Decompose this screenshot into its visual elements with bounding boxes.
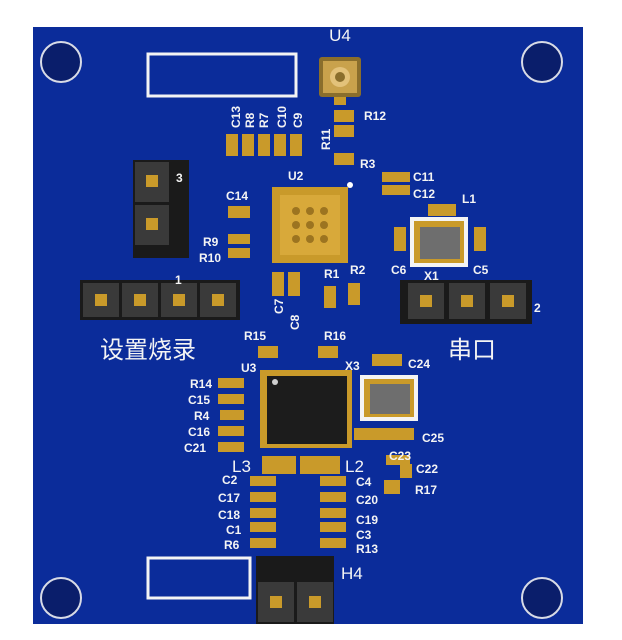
label-c21: C21 — [184, 441, 206, 455]
label-x3: X3 — [345, 359, 360, 373]
label-l1: L1 — [462, 192, 476, 206]
label-c11: C11 — [413, 170, 435, 184]
label-c7: C7 — [272, 298, 286, 314]
u2-chip — [272, 182, 353, 263]
label-r2: R2 — [350, 263, 366, 277]
label-c24: C24 — [408, 357, 430, 371]
label-r14: R14 — [190, 377, 212, 391]
label-c15: C15 — [188, 393, 210, 407]
label-l2: L2 — [345, 457, 364, 476]
label-r4: R4 — [194, 409, 210, 423]
label-r8: R8 — [243, 112, 257, 128]
label-x1: X1 — [424, 269, 439, 283]
u3-chip — [260, 370, 352, 448]
label-r15: R15 — [244, 329, 266, 343]
label-r7: R7 — [257, 112, 271, 128]
label-c2: C2 — [222, 473, 238, 487]
label-u2: U2 — [288, 169, 304, 183]
label-c9: C9 — [291, 112, 305, 128]
mounting-hole-top-left — [40, 41, 82, 83]
label-r13: R13 — [356, 542, 378, 556]
label-c5: C5 — [473, 263, 489, 277]
serial-header-label: 串口 — [448, 336, 496, 364]
label-c16: C16 — [188, 425, 210, 439]
mounting-hole-top-right — [521, 41, 563, 83]
label-r17: R17 — [415, 483, 437, 497]
label-r1: R1 — [324, 267, 340, 281]
x3-crystal — [360, 375, 418, 421]
label-c18: C18 — [218, 508, 240, 522]
label-r6: R6 — [224, 538, 240, 552]
label-r16: R16 — [324, 329, 346, 343]
label-u4: U4 — [329, 26, 351, 45]
label-c22: C22 — [416, 462, 438, 476]
label-c20: C20 — [356, 493, 378, 507]
label-c14: C14 — [226, 189, 248, 203]
label-c12: C12 — [413, 187, 435, 201]
label-c6: C6 — [391, 263, 407, 277]
label-c4: C4 — [356, 475, 372, 489]
label-c10: C10 — [275, 106, 289, 128]
label-c1: C1 — [226, 523, 242, 537]
label-h4: H4 — [341, 564, 363, 583]
header-h2-serial — [400, 280, 532, 324]
label-u3: U3 — [241, 361, 257, 375]
label-c8: C8 — [288, 314, 302, 330]
label-r10: R10 — [199, 251, 221, 265]
label-c19: C19 — [356, 513, 378, 527]
label-c13: C13 — [229, 106, 243, 128]
label-r9: R9 — [203, 235, 219, 249]
pcb-board — [33, 27, 583, 624]
header-h4 — [256, 556, 334, 624]
passive-components — [218, 110, 486, 548]
label-c25: C25 — [422, 431, 444, 445]
label-h1-partial: 1 — [175, 273, 182, 287]
label-r11: R11 — [319, 128, 333, 150]
label-c17: C17 — [218, 491, 240, 505]
program-header-label: 设置烧录 — [100, 336, 196, 364]
header-h3-vertical — [133, 160, 189, 258]
silk-outline-top — [146, 52, 298, 98]
label-l3: L3 — [232, 457, 251, 476]
label-r3: R3 — [360, 157, 376, 171]
label-c3: C3 — [356, 528, 372, 542]
u4-antenna-connector — [319, 57, 361, 105]
header-h1-program — [80, 280, 240, 320]
label-c23: C23 — [389, 449, 411, 463]
mounting-hole-bottom-left — [40, 577, 82, 619]
mounting-hole-bottom-right — [521, 577, 563, 619]
silk-outline-bottom — [146, 556, 252, 600]
label-h2-partial: 2 — [534, 301, 541, 315]
x1-crystal — [410, 217, 468, 267]
label-h3-partial: 3 — [176, 171, 183, 185]
label-r12: R12 — [364, 109, 386, 123]
